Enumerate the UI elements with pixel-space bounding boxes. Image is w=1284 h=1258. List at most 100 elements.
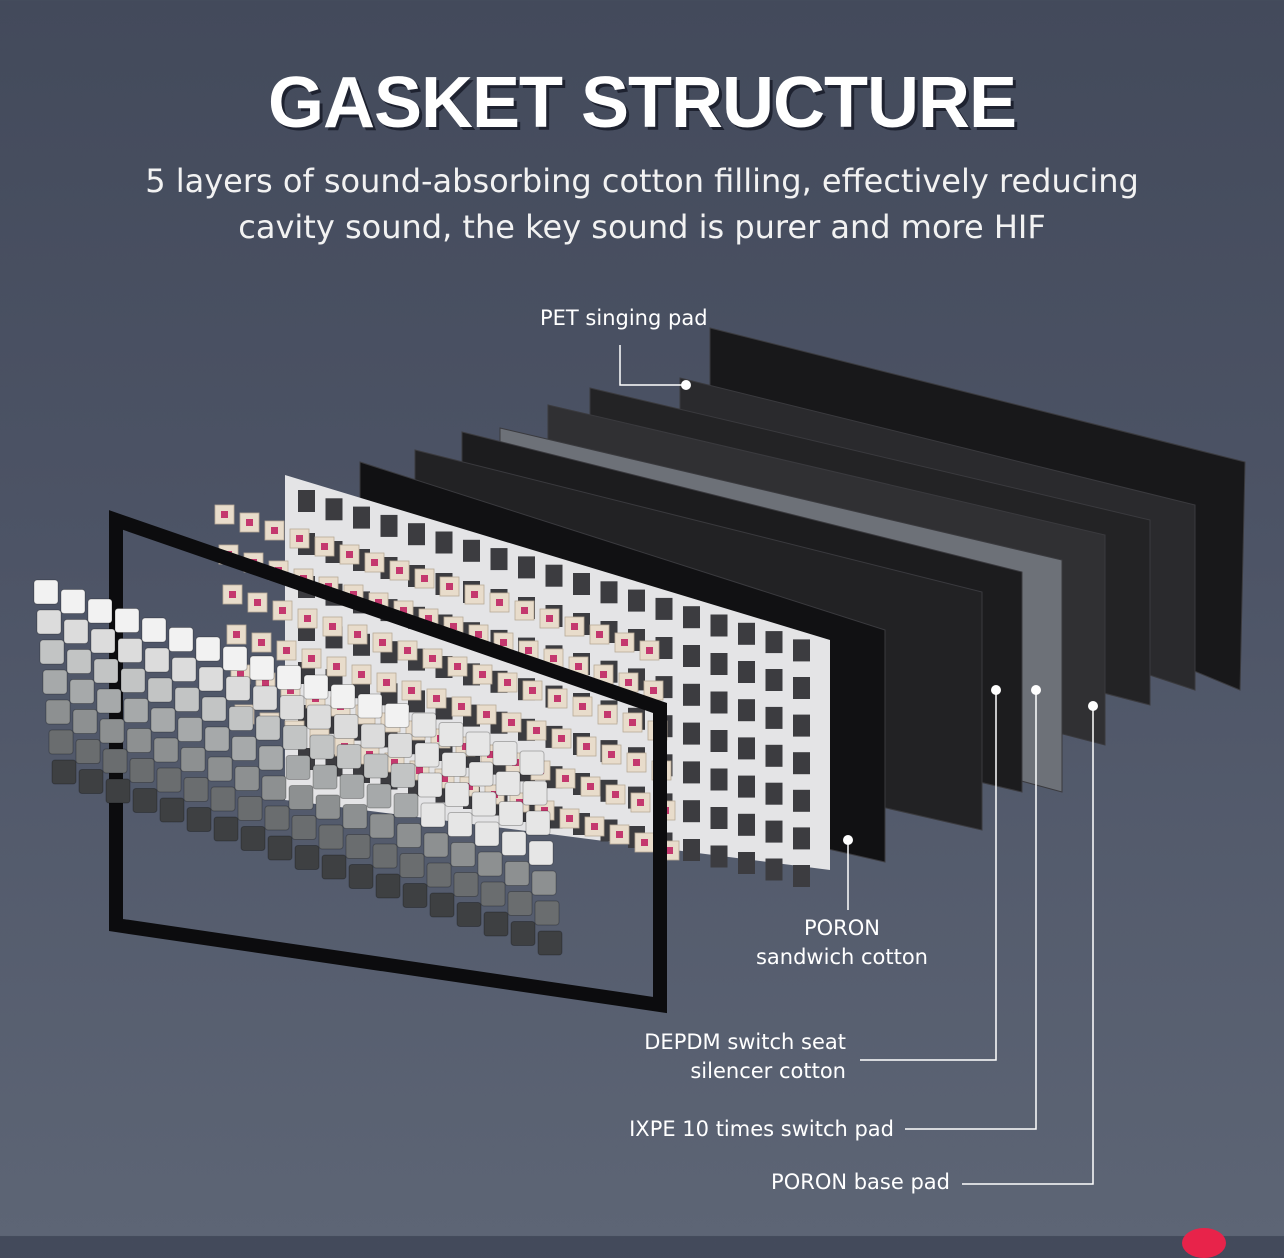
leader-lines [619, 345, 1094, 1185]
keycap [225, 676, 251, 701]
switch-stem [496, 599, 503, 606]
switch-stem [321, 543, 328, 550]
plate-hole [793, 789, 810, 812]
keycap [264, 805, 290, 831]
switch-stem [229, 591, 236, 598]
keycap [417, 772, 443, 798]
keycap [222, 646, 248, 671]
switch-stem [608, 751, 615, 758]
switch-stem [333, 663, 340, 670]
keycap [492, 741, 518, 766]
plate-hole [738, 622, 755, 645]
switch-stem [629, 719, 636, 726]
keycap [126, 728, 152, 753]
switch-stem [400, 607, 407, 614]
keycap [399, 853, 425, 878]
keycap [495, 771, 521, 796]
keycap [483, 911, 509, 937]
switch-stem [425, 615, 432, 622]
keycap [177, 717, 203, 742]
switch-stem [666, 847, 673, 854]
switch-stem [541, 807, 548, 814]
switch-stem [550, 655, 557, 662]
keycap [504, 861, 530, 886]
keycap [144, 647, 170, 673]
plate-hole [793, 714, 810, 737]
plate-hole [765, 706, 783, 729]
keycap [441, 752, 467, 777]
switch-stem [571, 623, 578, 630]
plate-hole [683, 645, 700, 667]
switch-stem [633, 759, 640, 766]
keycap [213, 816, 239, 842]
switch-stem [416, 767, 423, 774]
switch-stem [621, 639, 628, 646]
switch-stem [433, 695, 440, 702]
plate-hole [683, 839, 700, 861]
switch-stem [246, 519, 253, 526]
keycap [123, 698, 149, 723]
plate-hole [545, 564, 563, 587]
keycap [396, 823, 422, 848]
keycap [330, 684, 356, 709]
plate-hole [325, 498, 343, 521]
keycap [531, 870, 557, 896]
keycap [153, 737, 179, 763]
keycap [345, 834, 371, 859]
keycap [525, 810, 551, 836]
keycap [522, 780, 548, 806]
switch-stem [404, 647, 411, 654]
keycap [66, 649, 92, 674]
keycap [303, 674, 329, 700]
keycap [183, 777, 209, 802]
plate-hole [710, 653, 728, 675]
switch-stem [354, 631, 361, 638]
pointer-dot-poron-base [1088, 701, 1098, 711]
plate-hole [793, 827, 810, 850]
keycap [279, 695, 305, 720]
switch-stem [441, 775, 448, 782]
switch-stem [221, 511, 228, 518]
switch-stem [562, 775, 569, 782]
keycap [78, 769, 104, 794]
keycap [240, 826, 266, 851]
keycap [456, 902, 482, 927]
switch-stem [533, 727, 540, 734]
switch-stem [466, 783, 473, 790]
switch-stem [458, 703, 465, 710]
switch-stem [579, 703, 586, 710]
label-ixpe: IXPE 10 times switch pad [629, 1117, 894, 1141]
keycap [393, 793, 419, 818]
switch-stem [583, 743, 590, 750]
plate-hole [628, 589, 645, 612]
plate-hole [738, 852, 755, 874]
switch-stem [379, 639, 386, 646]
keycap [156, 767, 182, 793]
switch-stem [454, 663, 461, 670]
keycap [180, 747, 206, 772]
switch-stem [271, 527, 278, 534]
keycap [291, 815, 317, 840]
keycap [402, 883, 428, 908]
keycap [150, 707, 176, 733]
plate-hole [710, 807, 728, 829]
plate-hole [380, 514, 398, 537]
switch-stem [375, 599, 382, 606]
keycap [474, 821, 500, 847]
plate-hole [655, 597, 673, 620]
keycap [339, 774, 365, 799]
keycap [363, 753, 389, 779]
keycap [465, 731, 491, 757]
keycap [369, 813, 395, 839]
keycap [120, 668, 146, 693]
keycap [501, 831, 527, 856]
plate-hole [435, 531, 453, 554]
subtitle-line-1: 5 layers of sound-absorbing cotton filli… [145, 162, 1139, 200]
plate-hole [710, 845, 728, 868]
keycap [333, 714, 359, 739]
keycap [129, 758, 155, 783]
switch-stem [529, 687, 536, 694]
keycap [321, 854, 347, 880]
keycap [45, 699, 71, 725]
keycap [375, 873, 401, 899]
